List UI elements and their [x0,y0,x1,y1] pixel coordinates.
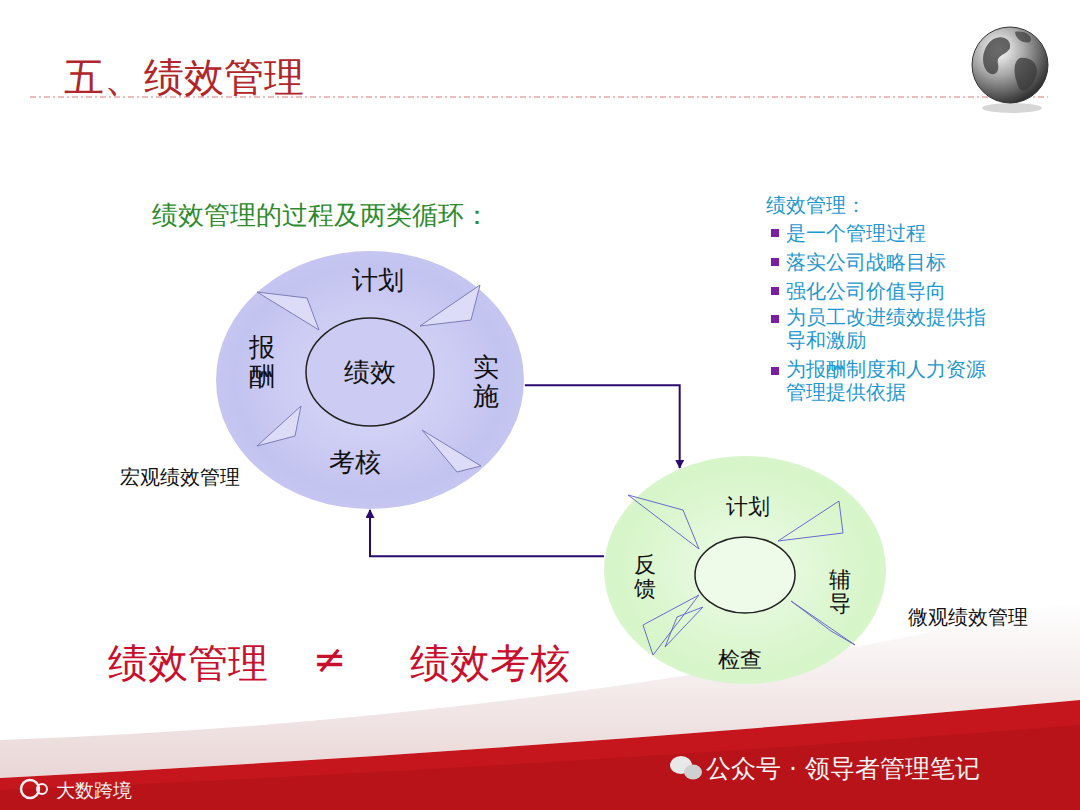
bullet-square [771,287,779,295]
not-equal-sign: ≠ [313,636,347,682]
stage-label: 检查 [718,645,762,675]
list-item: 为员工改进绩效提供指导和激励 [786,306,992,352]
cycle-pointer [628,495,699,549]
stage-label: 计划 [352,263,404,298]
swoosh-shade [0,725,1080,810]
list-item: 为报酬制度和人力资源管理提供依据 [786,358,992,404]
cycle-pointer [778,501,843,541]
stage-label: 报酬 [249,333,275,390]
performance-core: 绩效 [305,317,435,427]
flow-arrow [525,385,680,468]
watermark: 公众号 · 领导者管理笔记 [706,752,980,785]
globe-icon [972,27,1048,113]
list-item: 落实公司战略目标 [786,249,946,276]
watermark: 大数跨境 [56,778,132,804]
stage-label: 实施 [473,353,499,410]
cycle-pointer [422,430,481,472]
cycle-caption: 微观绩效管理 [908,604,1028,631]
cycle-pointer [257,406,301,446]
bullet-square [771,229,779,237]
cycle-caption: 宏观绩效管理 [120,464,240,491]
stage-label: 考核 [329,445,381,480]
bullet-square [771,367,779,375]
micro-cycle: 计划反馈辅导检查微观绩效管理 [603,455,887,685]
cycle-pointer [643,595,699,655]
macro-cycle: 计划报酬实施考核宏观绩效管理绩效 [215,250,525,510]
stage-label: 反馈 [634,553,656,601]
stage-label: 辅导 [829,568,851,616]
bullet-square [771,258,779,266]
cycle-pointer [665,607,703,647]
logo-icon [21,780,47,798]
list-item: 强化公司价值导向 [786,278,946,305]
slide-title: 五、绩效管理 [64,50,304,105]
cycle-pointer [420,285,480,326]
stage-label: 绩效 [344,355,396,390]
stage-label: 计划 [726,492,770,522]
ellipse-outline [216,251,524,509]
swoosh-band [0,700,1080,810]
flow-arrow [370,510,604,556]
bullet-square [771,315,779,323]
ellipse-outline [306,318,434,426]
statement: 绩效考核 [410,636,570,691]
list-item: 是一个管理过程 [786,220,926,247]
list-heading: 绩效管理： [766,192,866,219]
cycle-pointer [257,292,319,330]
ellipse-outline [604,456,886,684]
statement: 绩效管理 [108,636,268,691]
inner-ring [695,537,795,613]
subtitle: 绩效管理的过程及两类循环： [152,198,490,233]
wechat-icon [670,756,702,780]
